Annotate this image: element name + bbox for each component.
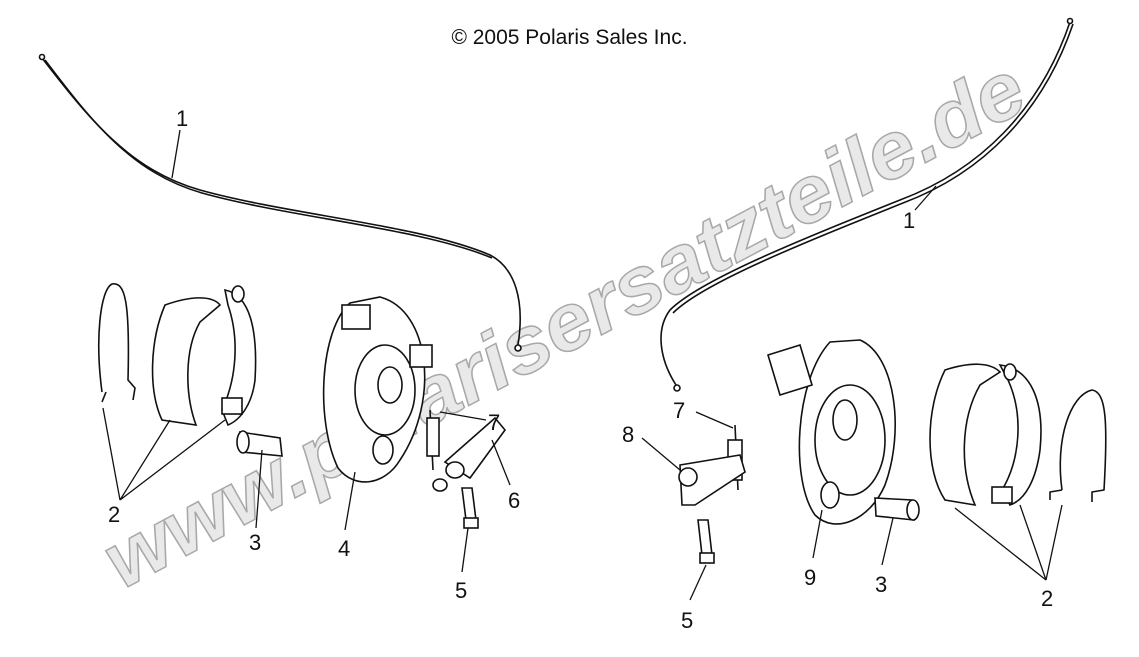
callout-left-spring: 7 (488, 410, 500, 435)
callout-right-spring: 7 (673, 398, 685, 423)
left-lever (432, 416, 507, 492)
callout-right-lever: 8 (622, 422, 634, 447)
right-bolt (697, 519, 715, 564)
watermark: www.polarisersatzteile.de (88, 43, 1039, 605)
right-brake-shoe-spring (1049, 389, 1107, 502)
left-backing-plate (322, 296, 433, 483)
callout-right-cable: 1 (903, 208, 915, 233)
callout-left-cable: 1 (176, 106, 188, 131)
left-cable (38, 53, 522, 352)
right-brake-shoes (929, 363, 1042, 507)
right-leader-lines (641, 185, 1063, 601)
left-brake-cam (236, 430, 283, 457)
callout-right-bolt: 5 (681, 608, 693, 633)
callout-left-shoes: 2 (108, 502, 120, 527)
callout-left-lever: 6 (508, 488, 520, 513)
left-bolt (461, 487, 479, 529)
callout-left-cam: 3 (249, 530, 261, 555)
callout-right-cam: 3 (875, 572, 887, 597)
callout-left-backing-plate: 4 (338, 536, 350, 561)
copyright-notice: © 2005 Polaris Sales Inc. (451, 26, 688, 49)
right-cable (660, 17, 1074, 392)
left-brake-shoes (151, 285, 257, 427)
left-spring (426, 409, 440, 471)
callout-right-shoes: 2 (1041, 586, 1053, 611)
left-leader-lines (102, 129, 511, 573)
callout-left-bolt: 5 (455, 578, 467, 603)
left-brake-shoe-spring (98, 283, 136, 403)
right-lever (678, 454, 746, 506)
callout-right-backing-plate: 9 (804, 565, 816, 590)
right-backing-plate (767, 339, 896, 525)
right-brake-cam (874, 497, 920, 521)
